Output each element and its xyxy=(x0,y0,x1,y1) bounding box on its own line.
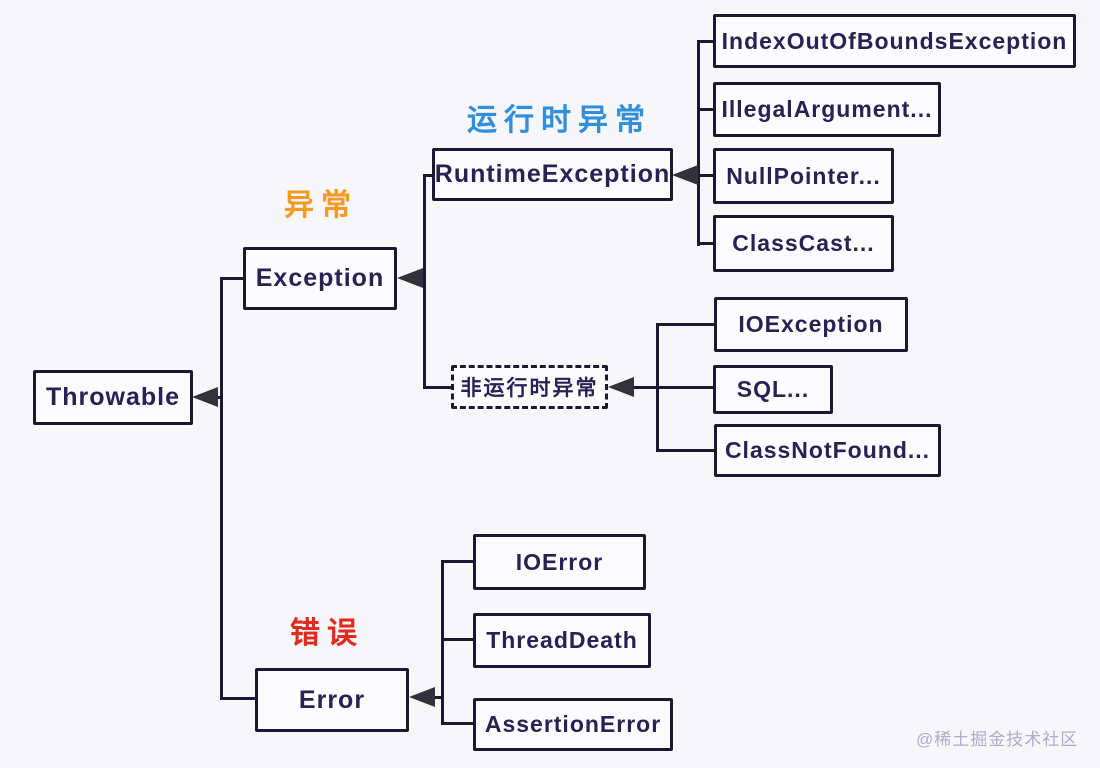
connector-to-class-not-found xyxy=(656,449,716,452)
connector-trunk-to-exception xyxy=(220,277,246,280)
node-thread-death: ThreadDeath xyxy=(473,613,651,668)
arrowhead-to-exception-icon xyxy=(397,268,423,288)
connector-to-class-cast xyxy=(697,242,716,245)
node-io-error: IOError xyxy=(473,534,646,590)
label-exception-group: 异常 xyxy=(284,189,358,222)
node-non-runtime-exception: 非运行时异常 xyxy=(451,365,608,409)
connector-to-illegal-argument xyxy=(697,108,716,111)
arrowhead-to-error-icon xyxy=(409,687,435,707)
connector-to-thread-death xyxy=(441,638,476,641)
node-class-cast: ClassCast... xyxy=(713,215,894,272)
connector-to-sql xyxy=(630,386,716,389)
connector-to-runtime-exception xyxy=(423,174,435,177)
node-assertion-error: AssertionError xyxy=(473,698,673,751)
connector-trunk-vertical xyxy=(220,277,223,700)
node-throwable: Throwable xyxy=(33,370,193,425)
node-illegal-argument: IllegalArgument... xyxy=(713,82,941,137)
node-null-pointer: NullPointer... xyxy=(713,148,894,204)
connector-to-io-error xyxy=(441,560,476,563)
connector-exception-branch-vertical xyxy=(423,174,426,389)
connector-to-error-arrow-line xyxy=(430,696,444,699)
node-sql: SQL... xyxy=(713,365,833,414)
node-error: Error xyxy=(255,668,409,732)
node-runtime-exception: RuntimeException xyxy=(432,148,673,201)
label-error-group: 错误 xyxy=(290,617,364,650)
connector-error-children-vertical xyxy=(441,560,444,725)
connector-to-index-out-of-bounds xyxy=(697,40,716,43)
node-io-exception: IOException xyxy=(714,297,908,352)
connector-to-non-runtime xyxy=(423,386,454,389)
arrowhead-to-non-runtime-icon xyxy=(608,377,634,397)
label-runtime-group: 运行时异常 xyxy=(467,104,652,137)
arrowhead-to-throwable-icon xyxy=(192,387,218,407)
watermark: @稀土掘金技术社区 xyxy=(916,730,1079,749)
node-exception: Exception xyxy=(243,247,397,310)
arrowhead-to-runtime-exception-icon xyxy=(672,165,698,185)
connector-to-assertion-error xyxy=(441,722,476,725)
node-index-out-of-bounds: IndexOutOfBoundsException xyxy=(713,14,1076,68)
node-class-not-found: ClassNotFound... xyxy=(714,424,941,477)
connector-runtime-children-vertical xyxy=(697,40,700,246)
connector-trunk-to-error xyxy=(220,697,258,700)
connector-to-io-exception xyxy=(656,323,716,326)
connector-to-null-pointer xyxy=(693,174,716,177)
